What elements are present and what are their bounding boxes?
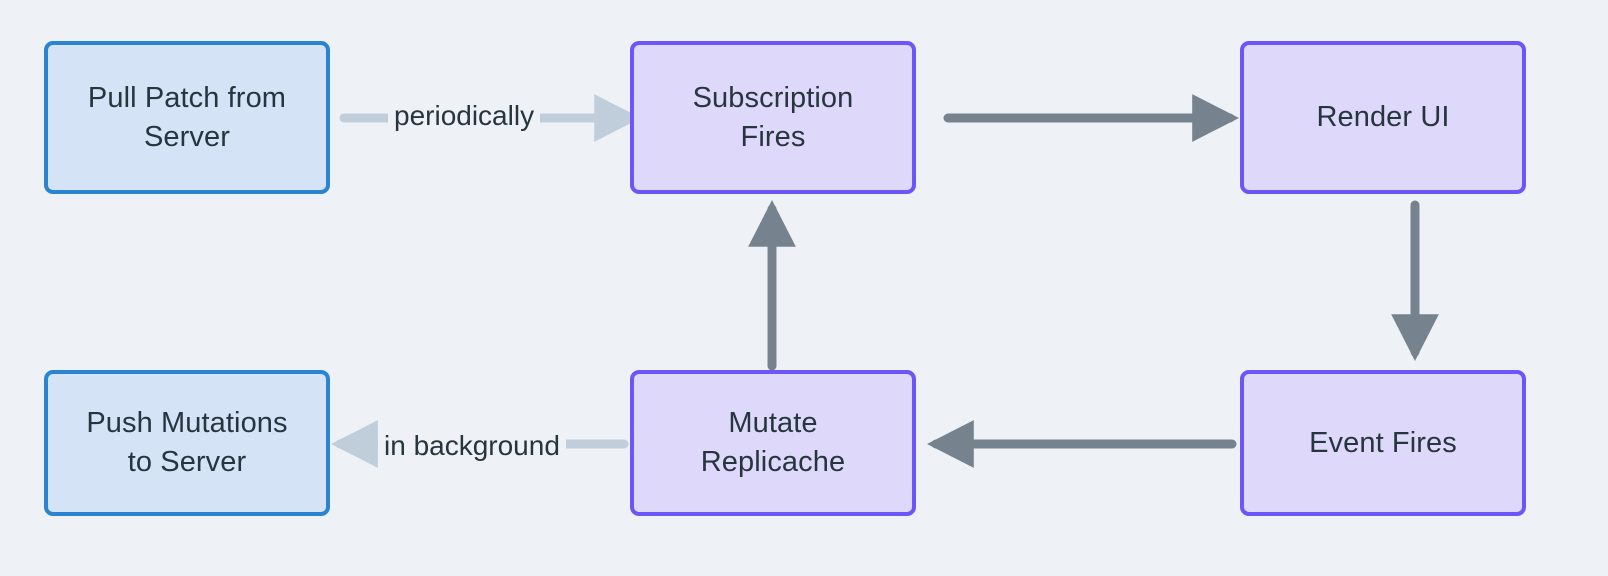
node-push-mutations-to-server[interactable]: Push Mutations to Server xyxy=(44,370,330,516)
node-event-fires[interactable]: Event Fires xyxy=(1240,370,1526,516)
edge-label-in-background: in background xyxy=(378,430,566,462)
node-subscription-fires[interactable]: Subscription Fires xyxy=(630,41,916,194)
node-mutate-replicache[interactable]: Mutate Replicache xyxy=(630,370,916,516)
node-pull-patch-from-server[interactable]: Pull Patch from Server xyxy=(44,41,330,194)
node-render-ui[interactable]: Render UI xyxy=(1240,41,1526,194)
edge-label-periodically: periodically xyxy=(388,100,541,132)
